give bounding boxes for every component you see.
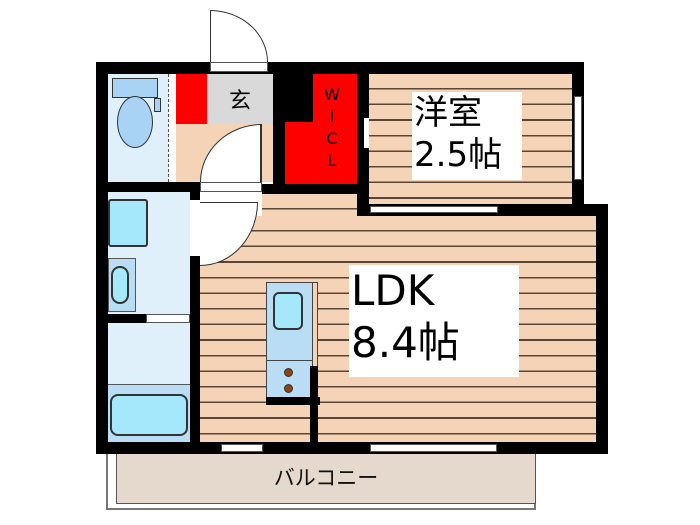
wic-letter-w: W <box>324 85 340 104</box>
toilet-paper <box>154 98 161 112</box>
walk-in-closet-lower <box>285 122 357 184</box>
outer-wall-right-lower <box>596 204 608 454</box>
outer-wall-bottom <box>96 442 608 454</box>
ldk-name: LDK <box>351 266 435 315</box>
wall-washroom-bath <box>108 314 146 323</box>
kitchen-sink <box>273 292 303 330</box>
toilet-tank <box>112 78 158 98</box>
balcony-label: バルコニー <box>273 466 379 490</box>
front-door-opening <box>210 62 268 72</box>
western-room-name: 洋室 <box>414 93 482 133</box>
shoe-storage <box>176 74 207 124</box>
kitchen-wall-bottom <box>266 397 320 405</box>
wic-label: W I C L <box>322 84 342 172</box>
western-room-window-right <box>574 96 582 180</box>
wic-letter-c: C <box>326 129 338 148</box>
outer-wall-top-left <box>96 62 580 74</box>
entrance: 玄 <box>207 74 273 124</box>
balcony: バルコニー <box>116 450 536 504</box>
bathtub <box>110 394 188 436</box>
ldk-window-right[interactable] <box>370 444 497 452</box>
hallway-door-opening <box>200 182 262 192</box>
washroom-door-opening <box>190 200 200 256</box>
wall-wic-western <box>357 62 369 214</box>
wic-door[interactable] <box>364 118 370 148</box>
toilet-bowl <box>117 96 153 148</box>
front-door-swing[interactable] <box>210 10 268 62</box>
hallway-door-leaf <box>260 124 262 182</box>
bath-door[interactable] <box>146 314 190 323</box>
ldk-size: 8.4帖 <box>351 318 460 367</box>
wall-wic-bottom <box>262 184 366 194</box>
ldk-window-left <box>221 444 263 452</box>
wall-washroom-right <box>190 192 200 454</box>
western-room-size: 2.5帖 <box>414 135 503 175</box>
toilet-door <box>168 74 174 182</box>
entrance-label: 玄 <box>228 89 251 114</box>
wall-toilet-bottom <box>96 182 200 192</box>
wic-letter-l: L <box>327 151 337 170</box>
ldk-label: LDK 8.4帖 <box>349 265 519 377</box>
kitchen-partition <box>310 366 318 444</box>
outer-wall-left <box>96 62 108 454</box>
washing-machine <box>111 266 129 304</box>
washbasin <box>108 199 148 247</box>
western-room-label: 洋室 2.5帖 <box>412 92 522 180</box>
wall-wic-top-black <box>285 74 313 122</box>
western-room <box>369 74 572 206</box>
stove-burner-2 <box>284 384 293 393</box>
stove-burner-1 <box>284 368 293 377</box>
wic-letter-i: I <box>329 107 335 126</box>
wall-entrance-wic <box>273 62 285 192</box>
western-room-door-bottom[interactable] <box>370 206 498 213</box>
ldk-upper-strip <box>262 194 357 216</box>
